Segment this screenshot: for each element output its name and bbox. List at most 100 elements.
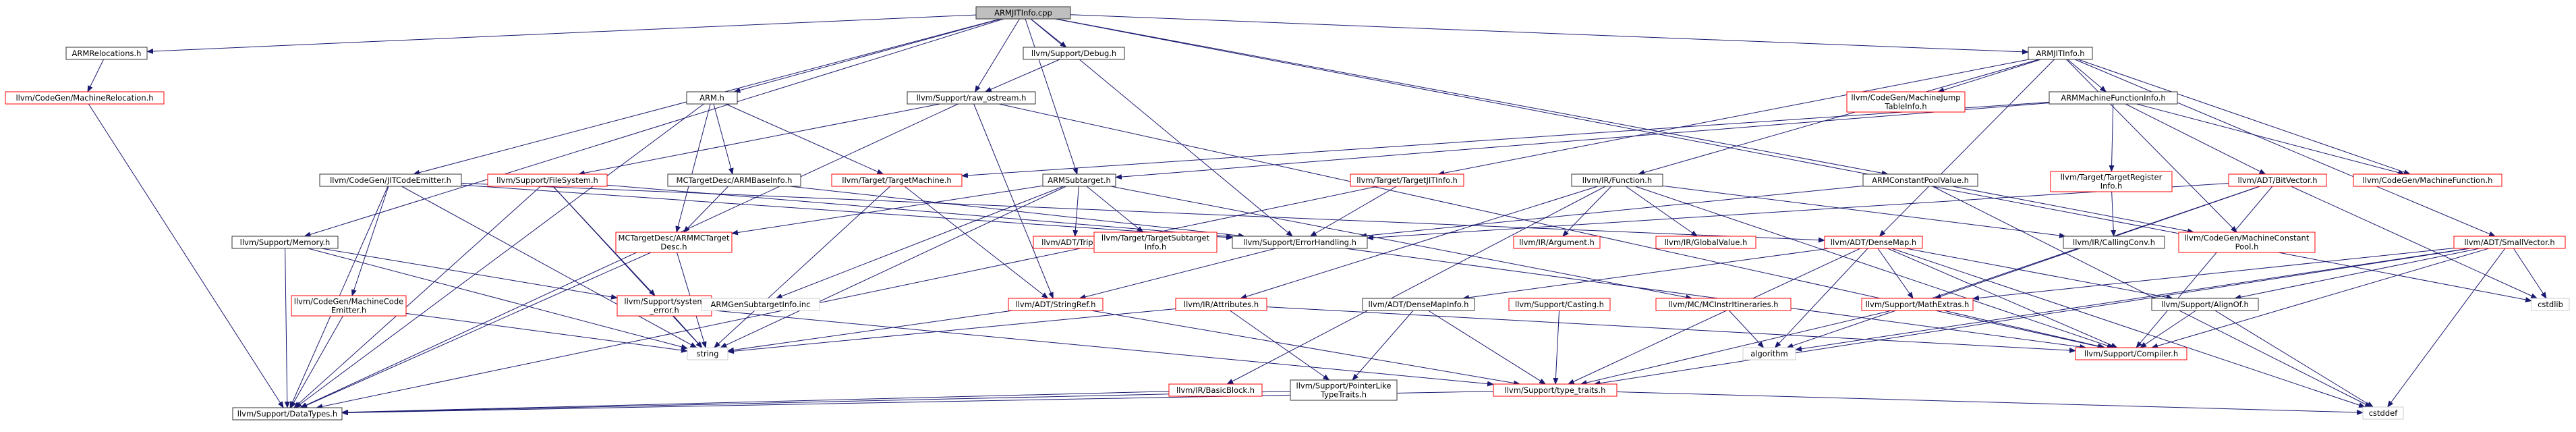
node-codegen_machinefunction[interactable]: llvm/CodeGen/MachineFunction.h: [2353, 173, 2502, 187]
node-ir_globalvalue[interactable]: llvm/IR/GlobalValue.h: [1655, 236, 1756, 249]
node-adt_densemap[interactable]: llvm/ADT/DenseMap.h: [1824, 236, 1923, 249]
node-label-target_targetsubtargetinfo-line-2: Info.h: [1145, 242, 1167, 252]
node-box-support_debug: [1023, 47, 1125, 60]
node-arm_h[interactable]: ARM.h: [686, 91, 738, 105]
edge-root-to-armconstantpoolvalue: [1056, 18, 1889, 176]
node-support_debug[interactable]: llvm/Support/Debug.h: [1023, 47, 1125, 60]
node-codegen_machinerelocation[interactable]: llvm/CodeGen/MachineRelocation.h: [5, 91, 165, 105]
edge-adt_smallvector-to-support_compiler: [2151, 248, 2490, 349]
node-label-target_targetjitinfo: llvm/Target/TargetJITInfo.h: [1356, 176, 1458, 185]
edge-armjitinfo_h-to-target_targetjitinfo: [1437, 59, 2030, 176]
node-adt_bitvector[interactable]: llvm/ADT/BitVector.h: [2228, 173, 2327, 187]
edge-adt_smallvector-to-cstddef: [2387, 248, 2506, 408]
edge-adt_stringref-to-string: [727, 310, 1013, 353]
node-support_system_error[interactable]: llvm/Support/system_error.h: [617, 295, 712, 317]
node-label-adt_smallvector: llvm/ADT/SmallVector.h: [2464, 238, 2554, 247]
node-box-adt_smallvector: [2453, 236, 2566, 249]
edge-adt_smallvector-to-cstdlib: [2513, 248, 2547, 299]
node-adt_smallvector[interactable]: llvm/ADT/SmallVector.h: [2453, 236, 2566, 249]
edge-root-to-support_raw_ostream: [974, 18, 1020, 92]
node-support_errorhandling[interactable]: llvm/Support/ErrorHandling.h: [1232, 236, 1368, 249]
edge-codegen_machinecodeemitter-to-string: [405, 313, 688, 353]
node-box-algorithm: [1742, 347, 1796, 360]
edge-adt_densemap-to-adt_densemapinfo: [1462, 248, 1829, 300]
edge-adt_smallvector-to-support_alignof: [2234, 248, 2480, 300]
node-box-ir_argument: [1513, 236, 1601, 249]
node-support_mathextras[interactable]: llvm/Support/MathExtras.h: [1861, 298, 1974, 311]
node-box-codegen_machinecodeemitter: [291, 295, 407, 317]
node-label-adt_stringref: llvm/ADT/StringRef.h: [1016, 300, 1096, 309]
node-label-armconstantpoolvalue: ARMConstantPoolValue.h: [1872, 176, 1969, 185]
node-box-mctargetdesc_armmctargetdesc: [615, 232, 733, 253]
edge-support_alignof-to-cstddef: [2214, 310, 2374, 408]
node-codegen_jitcodeemitter[interactable]: llvm/CodeGen/JITCodeEmitter.h: [319, 173, 462, 187]
edge-armmachinefunctioninfo-to-codegen_machinefunction: [2136, 103, 2405, 176]
node-root[interactable]: ARMJITInfo.cpp: [975, 6, 1071, 20]
node-target_targetjitinfo[interactable]: llvm/Target/TargetJITInfo.h: [1350, 173, 1464, 187]
edge-support_casting-to-support_type_traits: [1553, 310, 1560, 385]
node-support_datatypes[interactable]: llvm/Support/DataTypes.h: [232, 407, 343, 421]
edge-armsubtarget-to-adt_triple: [1072, 186, 1079, 237]
node-box-support_casting: [1508, 298, 1611, 311]
node-support_type_traits[interactable]: llvm/Support/type_traits.h: [1493, 383, 1618, 397]
node-box-armrelocations: [65, 47, 148, 60]
node-armrelocations[interactable]: ARMRelocations.h: [65, 47, 148, 60]
node-target_targetmachine[interactable]: llvm/Target/TargetMachine.h: [831, 173, 963, 187]
edge-ir_function-to-ir_callingconv: [1662, 185, 2066, 238]
node-label-support_pointerlikeypetraits-line-1: llvm/Support/PointerLike: [1296, 381, 1392, 391]
edge-support_raw_ostream-to-support_datatypes: [299, 103, 958, 408]
node-label-support_datatypes: llvm/Support/DataTypes.h: [237, 409, 337, 418]
node-label-ir_function: llvm/IR/Function.h: [1582, 176, 1652, 185]
node-adt_stringref[interactable]: llvm/ADT/StringRef.h: [1008, 298, 1104, 311]
edge-support_raw_ostream-to-support_compiler: [998, 103, 2105, 349]
edge-armjitinfo_h-to-armmachinefunctioninfo: [2067, 59, 2107, 92]
node-support_compiler[interactable]: llvm/Support/Compiler.h: [2075, 347, 2187, 360]
node-ir_function[interactable]: llvm/IR/Function.h: [1571, 173, 1663, 187]
node-ir_argument[interactable]: llvm/IR/Argument.h: [1513, 236, 1601, 249]
node-support_memory[interactable]: llvm/Support/Memory.h: [231, 236, 339, 249]
node-support_alignof[interactable]: llvm/Support/AlignOf.h: [2151, 298, 2259, 311]
node-mctargetdesc_armbaseinfo[interactable]: MCTargetDesc/ARMBaseInfo.h: [667, 173, 801, 187]
node-label-support_casting: llvm/Support/Casting.h: [1515, 300, 1604, 309]
edge-ir_function-to-ir_attributes: [1240, 186, 1598, 300]
node-box-codegen_jitcodeemitter: [319, 173, 462, 187]
node-label-mc_mcinstritineraries: llvm/MC/MCInstrItineraries.h: [1668, 300, 1778, 309]
edge-adt_smallvector-to-algorithm: [1795, 248, 2469, 352]
node-label-support_compiler: llvm/Support/Compiler.h: [2084, 349, 2178, 358]
node-support_raw_ostream[interactable]: llvm/Support/raw_ostream.h: [907, 91, 1036, 105]
edge-adt_bitvector-to-cstdlib: [2291, 186, 2538, 299]
node-armmachinefunctioninfo[interactable]: ARMMachineFunctionInfo.h: [2049, 91, 2178, 105]
node-box-support_mathextras: [1861, 298, 1974, 311]
edge-ir_basicblock-to-support_datatypes: [341, 391, 1170, 415]
node-armconstantpoolvalue[interactable]: ARMConstantPoolValue.h: [1862, 173, 1978, 187]
node-label-codegen_machinejumptableinfo-line-1: llvm/CodeGen/MachineJump: [1851, 93, 1960, 103]
node-armjitinfo_h[interactable]: ARMJITInfo.h: [2028, 47, 2093, 60]
edge-support_memory-to-support_datatypes: [284, 248, 290, 408]
node-label-ir_globalvalue: llvm/IR/GlobalValue.h: [1665, 238, 1748, 247]
node-adt_densemapinfo[interactable]: llvm/ADT/DenseMapInfo.h: [1362, 298, 1475, 311]
node-ir_callingconv[interactable]: llvm/IR/CallingConv.h: [2063, 236, 2165, 249]
edge-arm_h-to-mctargetdesc_armbaseinfo: [713, 103, 734, 175]
node-label-cstddef: cstddef: [2369, 408, 2398, 418]
node-ir_attributes[interactable]: llvm/IR/Attributes.h: [1175, 298, 1267, 311]
node-support_casting[interactable]: llvm/Support/Casting.h: [1508, 298, 1611, 311]
edge-adt_densemapinfo-to-support_pointerlikeypetraits: [1352, 310, 1414, 381]
node-mc_mcinstritineraries[interactable]: llvm/MC/MCInstrItineraries.h: [1655, 298, 1792, 311]
node-ir_basicblock[interactable]: llvm/IR/BasicBlock.h: [1168, 383, 1263, 397]
node-label-codegen_jitcodeemitter: llvm/CodeGen/JITCodeEmitter.h: [330, 176, 451, 185]
node-box-adt_densemap: [1824, 236, 1923, 249]
node-support_filesystem[interactable]: llvm/Support/FileSystem.h: [487, 173, 608, 187]
node-box-support_type_traits: [1493, 383, 1618, 397]
node-box-support_memory: [231, 236, 339, 249]
edge-root-to-arm_h: [733, 18, 1002, 93]
node-armsubtarget[interactable]: ARMSubtarget.h: [1042, 173, 1116, 187]
edge-arm_h-to-support_datatypes: [295, 103, 704, 408]
